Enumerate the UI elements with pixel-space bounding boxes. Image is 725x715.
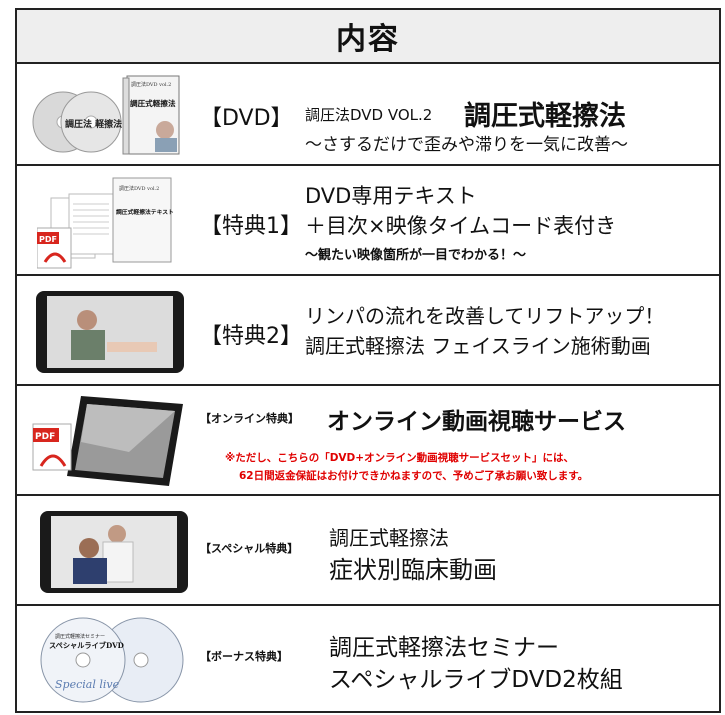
pdf-label: PDF xyxy=(35,432,55,442)
bonus2-line2: 調圧式軽擦法 フェイスライン施術動画 xyxy=(305,334,651,358)
extra-line2: スペシャルライブDVD2枚組 xyxy=(329,667,623,693)
text-book-image: 調圧法DVD vol.2 調圧式軽擦法テキスト PDF xyxy=(37,177,174,269)
dvd-title: 調圧式軽擦法 xyxy=(464,101,626,132)
tablet-video-image xyxy=(36,291,184,373)
disc-caption: 調圧式軽擦法セミナー xyxy=(55,633,105,640)
bonus1-line2: ＋目次×映像タイムコード表付き xyxy=(305,214,617,238)
tag-extra-bonus: 【ボーナス特典】 xyxy=(200,650,288,663)
row-dvd: 調圧法 軽擦法 調圧法DVD vol.2 調圧式軽擦法 【DVD】 調圧法DVD… xyxy=(17,64,719,166)
box-series: 調圧法DVD vol.2 xyxy=(131,81,171,88)
disc-script: Special live xyxy=(55,678,120,691)
tag-special-bonus: 【スペシャル特典】 xyxy=(200,542,299,555)
book-title: 調圧式軽擦法テキスト xyxy=(116,208,174,216)
bonus2-line1: リンパの流れを改善してリフトアップ！ xyxy=(305,304,665,328)
bonus1-line1: DVD専用テキスト xyxy=(305,184,477,208)
tablet-clinical-video-image xyxy=(40,511,188,593)
box-title: 調圧式軽擦法 xyxy=(130,98,176,108)
row-bonus-2: 【特典2】 リンパの流れを改善してリフトアップ！ 調圧式軽擦法 フェイスライン施… xyxy=(17,276,719,386)
book-series: 調圧法DVD vol.2 xyxy=(119,185,159,192)
disc-title: スペシャルライブDVD xyxy=(49,641,124,650)
online-note-2: 62日間返金保証はお付けできかねますので、予めご了承お願い致します。 xyxy=(239,470,589,482)
tag-online-bonus: 【オンライン特典】 xyxy=(200,412,299,425)
row-bonus-1: 調圧法DVD vol.2 調圧式軽擦法テキスト PDF 【特典1】 DVD専用テ… xyxy=(17,166,719,276)
online-note-1: ※ただし、こちらの「DVD+オンライン動画視聴サービスセット」には、 xyxy=(225,452,575,464)
row-online-bonus: PDF 【オンライン特典】 オンライン動画視聴サービス ※ただし、こちらの「DV… xyxy=(17,386,719,496)
special-line1: 調圧式軽擦法 xyxy=(329,526,449,550)
tag-bonus-2: 【特典2】 xyxy=(200,324,302,349)
bonus1-line3: 〜観たい映像箇所が一目でわかる！〜 xyxy=(305,248,527,263)
tag-dvd: 【DVD】 xyxy=(200,106,293,131)
row-extra-bonus: 調圧式軽擦法セミナー スペシャルライブDVD Special live 【ボーナ… xyxy=(17,606,719,713)
table-header: 内容 xyxy=(17,10,719,64)
disc-label: 調圧法 軽擦法 xyxy=(65,118,122,130)
online-title: オンライン動画視聴サービス xyxy=(327,409,626,435)
dvd-package-image: 調圧法 軽擦法 調圧法DVD vol.2 調圧式軽擦法 xyxy=(32,75,180,155)
dvd-prefix: 調圧法DVD VOL.2 xyxy=(305,106,433,124)
row-special-bonus: 【スペシャル特典】 調圧式軽擦法 症状別臨床動画 xyxy=(17,496,719,606)
seminar-dvd-image: 調圧式軽擦法セミナー スペシャルライブDVD Special live xyxy=(40,617,184,703)
dvd-subtitle: 〜さするだけで歪みや滞りを一気に改善〜 xyxy=(305,135,628,155)
tag-bonus-1: 【特典1】 xyxy=(200,214,302,239)
special-line2: 症状別臨床動画 xyxy=(329,556,497,584)
tablet-pdf-image: PDF xyxy=(32,396,183,486)
content-table: 内容 調圧法 軽擦法 調圧法DVD vol.2 調圧式軽擦法 【DVD】 調圧法… xyxy=(15,8,721,713)
pdf-label: PDF xyxy=(39,235,57,244)
extra-line1: 調圧式軽擦法セミナー xyxy=(329,635,559,661)
